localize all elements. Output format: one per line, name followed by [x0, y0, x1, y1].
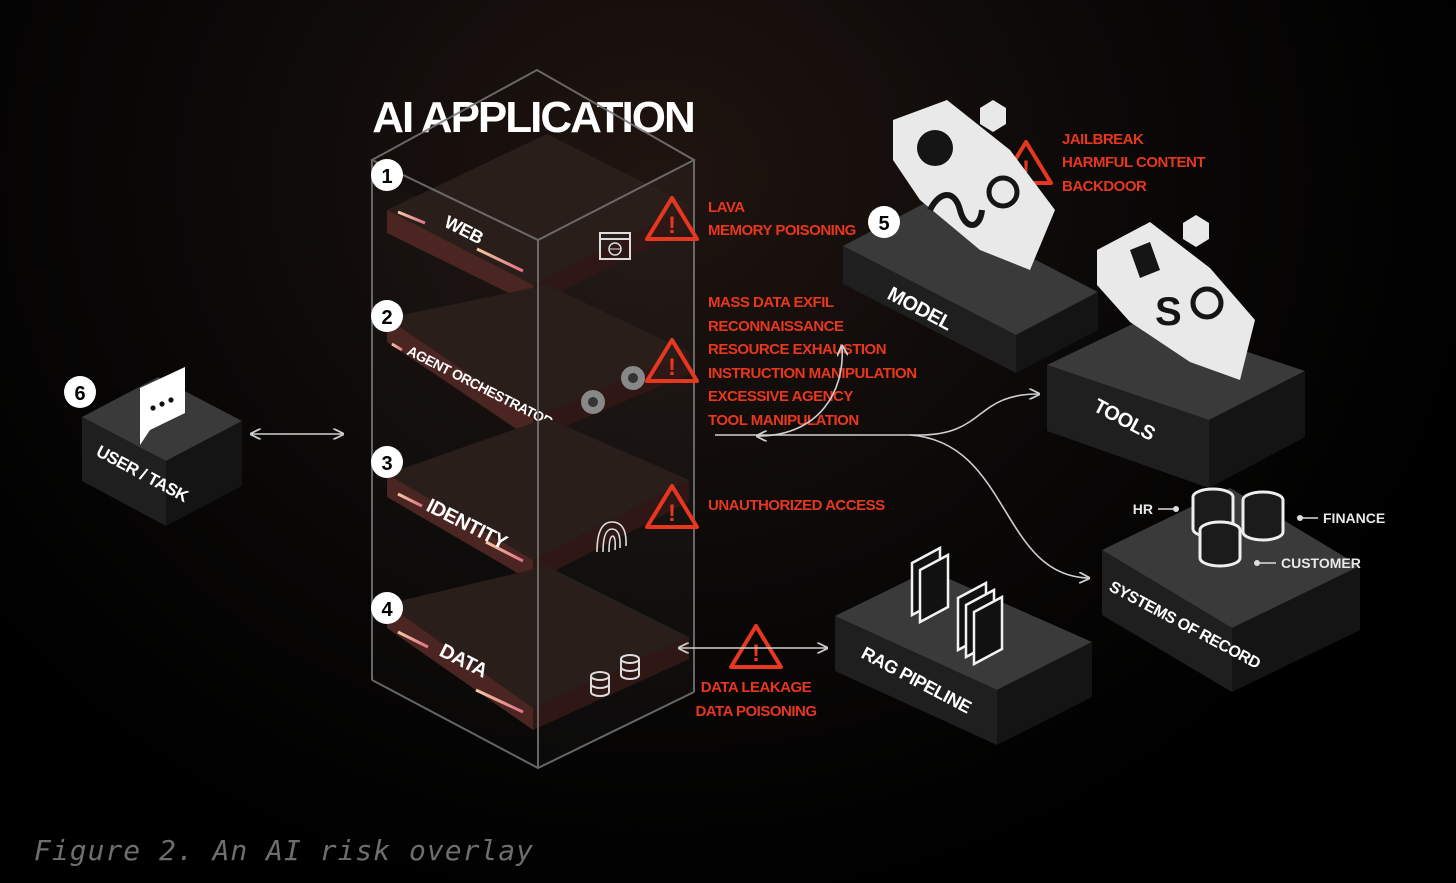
connectors — [252, 347, 1088, 648]
svg-text:UNAUTHORIZED ACCESS: UNAUTHORIZED ACCESS — [708, 497, 885, 514]
warning-icon: ! — [645, 338, 699, 383]
warning-icon: ! — [645, 196, 699, 241]
source-finance: FINANCE — [1297, 510, 1385, 526]
svg-text:CUSTOMER: CUSTOMER — [1281, 555, 1361, 571]
llama-logo-icon — [917, 130, 953, 166]
layer-number-badge-3: 3 — [371, 446, 403, 478]
risk-list-data: DATA LEAKAGE DATA POISONING — [695, 679, 817, 720]
svg-text:3: 3 — [381, 453, 392, 475]
svg-text:TOOL MANIPULATION: TOOL MANIPULATION — [708, 412, 859, 429]
tools-connector-arrow — [715, 394, 1038, 436]
risk-list-agent: MASS DATA EXFIL RECONNAISSANCE RESOURCE … — [708, 294, 917, 429]
layer-web[interactable]: WEB — [387, 134, 689, 305]
openai-logo-icon — [986, 175, 1020, 209]
svg-text:RECONNAISSANCE: RECONNAISSANCE — [708, 318, 844, 335]
openai-logo-icon — [1190, 286, 1224, 320]
svg-text:BACKDOOR: BACKDOOR — [1062, 178, 1147, 195]
svg-text:2: 2 — [381, 307, 392, 329]
svg-text:HARMFUL CONTENT: HARMFUL CONTENT — [1062, 154, 1205, 171]
fingerprint-icon — [596, 521, 627, 553]
tools-cloud: S — [1097, 215, 1255, 380]
tool-logo-icon — [1130, 242, 1160, 278]
warning-icon: ! — [729, 624, 783, 669]
user-task-block[interactable]: USER / TASK 6 — [64, 367, 242, 526]
svg-text:6: 6 — [74, 383, 85, 405]
tools-block[interactable]: TOOLS S — [1047, 215, 1305, 488]
svg-text:FINANCE: FINANCE — [1323, 510, 1385, 526]
svg-text:JAILBREAK: JAILBREAK — [1062, 131, 1144, 148]
svg-text:!: ! — [752, 640, 760, 667]
source-hr: HR — [1133, 501, 1179, 517]
svg-text:!: ! — [668, 500, 676, 527]
svg-text:5: 5 — [878, 213, 889, 235]
database-stack-icon — [1191, 487, 1285, 568]
svg-text:RESOURCE EXHAUSTION: RESOURCE EXHAUSTION — [708, 341, 886, 358]
svg-text:LAVA: LAVA — [708, 199, 745, 216]
risk-list-identity: UNAUTHORIZED ACCESS — [708, 497, 886, 514]
figure-caption: Figure 2. An AI risk overlay — [34, 834, 535, 867]
svg-text:DATA LEAKAGE: DATA LEAKAGE — [701, 679, 812, 696]
systems-of-record-block[interactable]: SYSTEMS OF RECORD HR FINANCE CUSTOMER — [1102, 487, 1385, 692]
svg-text:MEMORY POISONING: MEMORY POISONING — [708, 222, 856, 239]
browser-icon — [599, 232, 631, 260]
model-block[interactable]: MODEL 5 — [843, 100, 1098, 373]
layer-number-badge-2: 2 — [371, 300, 403, 332]
diagram-title: AI APPLICATION — [372, 93, 694, 142]
rag-pipeline-block[interactable]: RAG PIPELINE — [835, 545, 1092, 745]
svg-text:1: 1 — [381, 166, 392, 188]
ai-application-tower: WEB AGENT ORCHESTRATOR IDENTITY — [369, 68, 697, 770]
svg-text:MASS DATA EXFIL: MASS DATA EXFIL — [708, 294, 834, 311]
svg-text:!: ! — [668, 212, 676, 239]
records-connector-arrow — [909, 434, 1088, 578]
chat-bubble-icon — [140, 367, 185, 445]
meta-logo-icon — [927, 192, 985, 228]
svg-text:!: ! — [668, 354, 676, 381]
warning-icon: ! — [645, 484, 699, 529]
svg-text:4: 4 — [381, 599, 393, 621]
model-return-arrow — [758, 347, 842, 436]
model-cloud — [893, 100, 1055, 270]
slack-s-logo-icon: S — [1155, 290, 1182, 334]
gear-pair-icon — [581, 366, 645, 414]
node-number-badge-5: 5 — [868, 206, 900, 238]
node-number-badge-6: 6 — [64, 376, 96, 408]
documents-icon — [910, 545, 1004, 667]
layer-number-badge-4: 4 — [371, 592, 403, 624]
layer-number-badge-1: 1 — [371, 159, 403, 191]
database-icon — [590, 654, 640, 697]
svg-text:INSTRUCTION MANIPULATION: INSTRUCTION MANIPULATION — [708, 365, 917, 382]
svg-text:DATA POISONING: DATA POISONING — [695, 703, 816, 720]
risk-list-web: LAVA MEMORY POISONING — [708, 199, 856, 239]
svg-text:HR: HR — [1133, 501, 1153, 517]
svg-text:!: ! — [1022, 156, 1030, 183]
source-customer: CUSTOMER — [1254, 555, 1361, 571]
risk-list-model: JAILBREAK HARMFUL CONTENT BACKDOOR — [1062, 131, 1206, 195]
